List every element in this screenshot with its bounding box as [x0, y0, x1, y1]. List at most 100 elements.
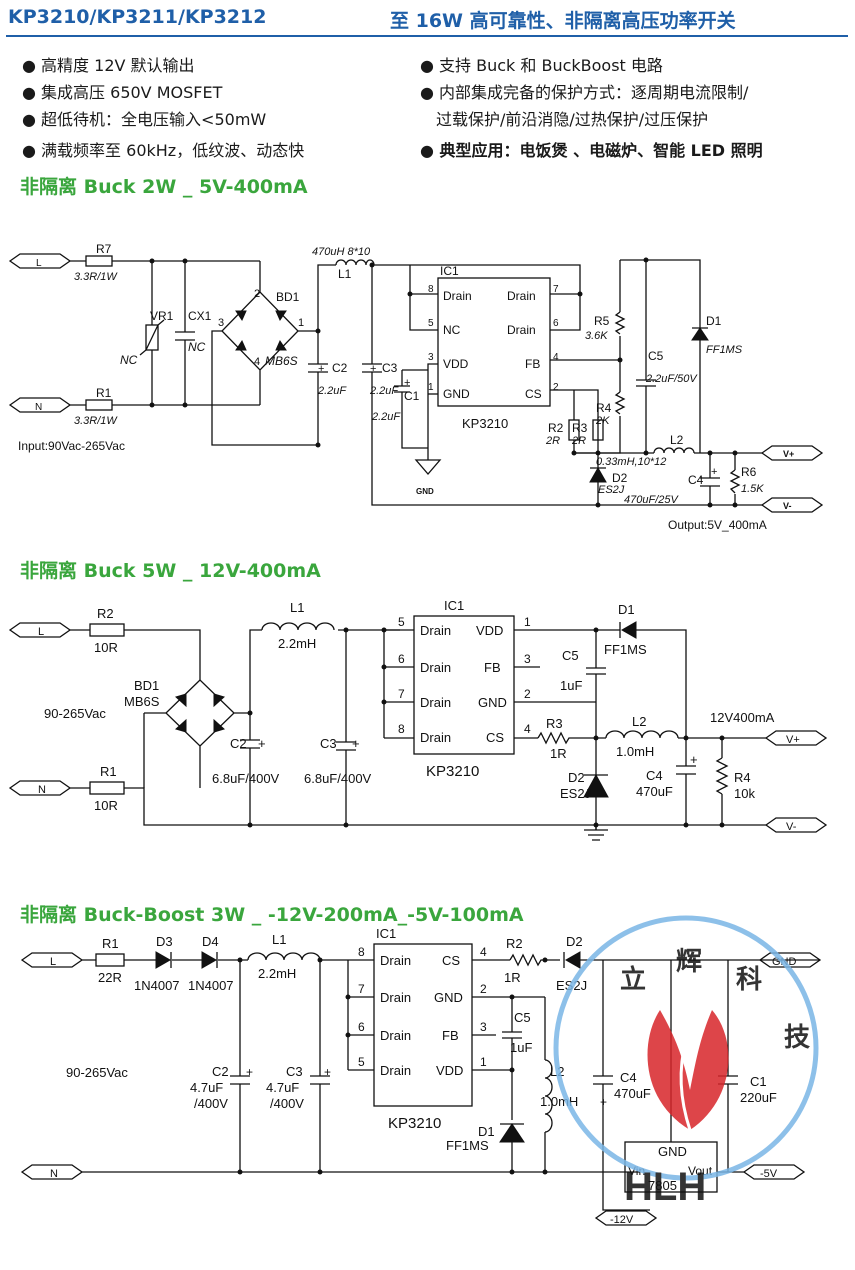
- feature-right-3: 过载保护/前沿消隐/过热保护/过压保护: [436, 110, 709, 129]
- r6-value: 1.5K: [741, 483, 764, 495]
- ic1-label: IC1: [440, 264, 459, 278]
- l1-value: 2.2mH: [278, 636, 316, 651]
- ic1-pin-fb: FB: [442, 1028, 459, 1043]
- bd1-value: MB6S: [124, 694, 160, 709]
- l1-value: 470uH 8*10: [312, 246, 371, 258]
- c2-value2: /400V: [194, 1096, 228, 1111]
- ic1-pin-drain6: Drain: [507, 323, 536, 337]
- r1-value: 22R: [98, 970, 122, 985]
- d1-label: D1: [478, 1124, 495, 1139]
- ic1-pin-vdd: VDD: [443, 357, 469, 371]
- l2-label: L2: [670, 433, 684, 447]
- c3-label: C3: [382, 361, 398, 375]
- l1-value: 2.2mH: [258, 966, 296, 981]
- feature-left-4: ● 满载频率至 60kHz，低纹波、动态快: [22, 141, 305, 160]
- ic1-kp3210: [437, 277, 551, 407]
- ic1-num3: 3: [480, 1020, 487, 1034]
- l2-value: 1.0mH: [616, 744, 654, 759]
- r1-label: R1: [102, 936, 119, 951]
- r4-label: R4: [734, 770, 751, 785]
- l2-coil: [544, 1059, 553, 1133]
- ic1-pin-gnd: GND: [443, 387, 470, 401]
- bd1-pin4: 4: [254, 356, 260, 368]
- ic1-num2: 2: [524, 687, 531, 701]
- l1-coil: [261, 622, 335, 631]
- r1: [89, 781, 125, 795]
- d2-value: ES2J: [598, 484, 625, 496]
- c4-value: 470uF: [614, 1086, 651, 1101]
- d2-label: D2: [612, 471, 628, 485]
- c1-plus: +: [404, 377, 410, 389]
- ic1-num3: 3: [524, 652, 531, 666]
- ic1-pin-drain8: Drain: [443, 289, 472, 303]
- ic1-num1: 1: [480, 1055, 487, 1069]
- terminal-l-label: L: [36, 258, 42, 269]
- ic1-num7: 7: [553, 284, 559, 295]
- r5: [614, 311, 626, 335]
- c3-plus: +: [352, 736, 360, 751]
- bd1-value: MB6S: [265, 354, 298, 368]
- c2-plus: +: [246, 1065, 253, 1079]
- vplus-label: V+: [786, 734, 800, 746]
- l2-coil: [605, 730, 679, 739]
- d1-diode: [620, 621, 637, 639]
- stamp-char-3: 科: [736, 964, 762, 994]
- r4-label: R4: [596, 401, 612, 415]
- output-spec: 12V400mA: [710, 710, 775, 725]
- c1-label: C1: [404, 389, 420, 403]
- c2-plus: +: [258, 736, 266, 751]
- feature-right-1: ● 支持 Buck 和 BuckBoost 电路: [420, 56, 663, 75]
- feature-left-3: ● 超低待机：全电压输入<50mW: [22, 110, 267, 129]
- vminus-label: V-: [783, 501, 792, 511]
- ic1-pin-cs: CS: [442, 953, 460, 968]
- part-numbers: KP3210/KP3211/KP3212: [8, 6, 267, 28]
- cx1-value: NC: [188, 340, 206, 354]
- c4-plus: +: [600, 1095, 607, 1109]
- ic1-pin-drain6: Drain: [380, 1028, 411, 1043]
- ic1-num6: 6: [553, 318, 559, 329]
- r3-label: R3: [572, 421, 588, 435]
- ic1-num3: 3: [428, 352, 434, 363]
- tagline: 至 16W 高可靠性、非隔离高压功率开关: [390, 10, 736, 32]
- c3-value: 6.8uF/400V: [304, 771, 372, 786]
- ic1-kp3210: [373, 943, 473, 1107]
- ic1-num7: 7: [358, 982, 365, 996]
- terminal-n-label: N: [38, 784, 46, 796]
- c1-value: 220uF: [740, 1090, 777, 1105]
- out-m5-label: -5V: [760, 1168, 778, 1180]
- ic1-num6: 6: [358, 1020, 365, 1034]
- r4-value: 10k: [734, 786, 755, 801]
- ic1-num4: 4: [524, 722, 531, 736]
- ic1-pin-cs: CS: [486, 730, 504, 745]
- r7: [85, 255, 113, 267]
- d1-value: FF1MS: [706, 344, 743, 356]
- terminal-m5v: [742, 1164, 806, 1180]
- c5-value: 1uF: [560, 678, 582, 693]
- vminus-label: V-: [786, 821, 797, 833]
- c4-plus: +: [711, 466, 717, 478]
- r7-value: 3.3R/1W: [74, 271, 118, 283]
- ic1-pin-cs: CS: [525, 387, 542, 401]
- l1-label: L1: [290, 600, 304, 615]
- vr1: [145, 324, 159, 351]
- input-spec: 90-265Vac: [66, 1065, 128, 1080]
- bd1-pin3: 3: [218, 317, 224, 329]
- r2-label: R2: [548, 421, 564, 435]
- r5-label: R5: [594, 314, 610, 328]
- l1-coil: [247, 952, 321, 961]
- r3-value: 2R: [571, 435, 586, 447]
- out-m12-label: -12V: [610, 1214, 634, 1226]
- ic1-name: KP3210: [388, 1115, 441, 1132]
- ic1-pin-drain8: Drain: [420, 730, 451, 745]
- c3-label: C3: [286, 1064, 303, 1079]
- c2-value: 6.8uF/400V: [212, 771, 280, 786]
- ic1-pin-vdd: VDD: [476, 623, 503, 638]
- c5-label: C5: [514, 1010, 531, 1025]
- ic1-num4: 4: [553, 352, 559, 363]
- c5-value: 2.2uF/50V: [645, 373, 698, 385]
- r1-label: R1: [96, 386, 112, 400]
- c3-plus: +: [324, 1065, 331, 1079]
- ic1-name: KP3210: [426, 763, 479, 780]
- ic1-pin-nc: NC: [443, 323, 461, 337]
- ic1-pin-drain7: Drain: [380, 990, 411, 1005]
